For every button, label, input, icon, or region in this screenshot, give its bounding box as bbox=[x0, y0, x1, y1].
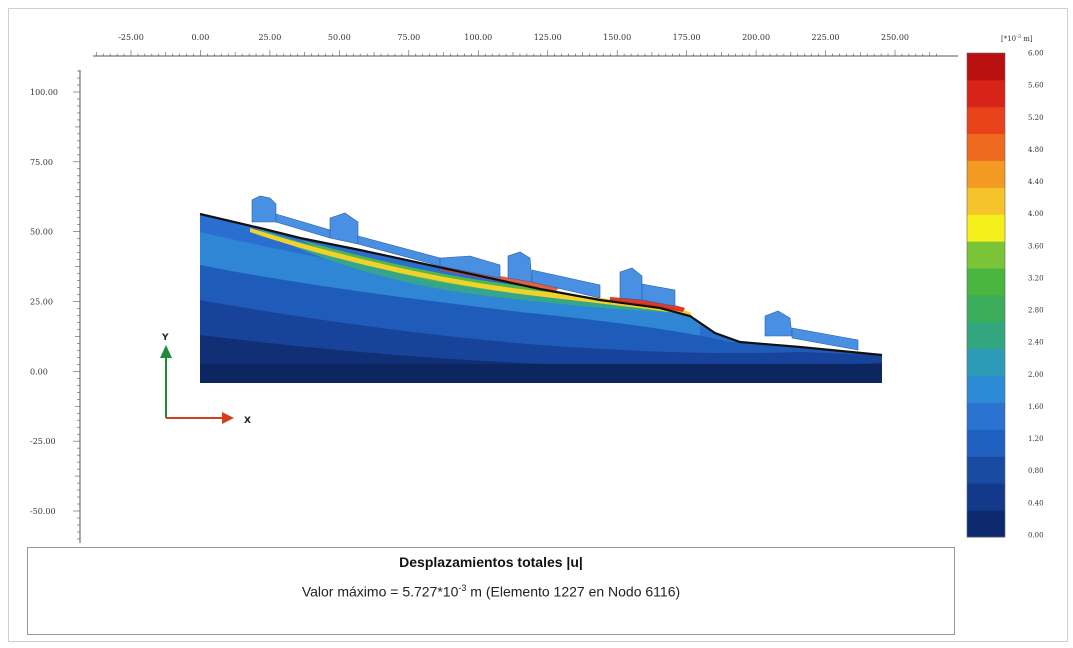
legend-swatch bbox=[967, 321, 1005, 350]
caption-box: Desplazamientos totales |u| Valor máximo… bbox=[27, 547, 955, 635]
legend-tick-label: 5.20 bbox=[1028, 114, 1044, 122]
band-5-60 bbox=[610, 297, 685, 312]
legend-swatch bbox=[967, 402, 1005, 430]
legend-swatch bbox=[967, 187, 1005, 215]
x-tick-label: 125.00 bbox=[534, 33, 562, 42]
y-tick-label: 100.00 bbox=[30, 88, 58, 97]
legend-swatch bbox=[967, 483, 1005, 511]
ground-surface-line bbox=[199, 212, 883, 357]
legend-tick-label: 0.00 bbox=[1028, 532, 1044, 540]
y-tick-label: 0.00 bbox=[30, 367, 48, 376]
legend-tick-label: 4.80 bbox=[1028, 146, 1044, 154]
legend-tick-label: 2.40 bbox=[1028, 339, 1044, 347]
band-base bbox=[200, 364, 882, 383]
legend-swatch bbox=[967, 160, 1005, 188]
legend-tick-label: 0.80 bbox=[1028, 467, 1044, 475]
legend-tick-label: 3.60 bbox=[1028, 242, 1044, 250]
legend-swatch bbox=[967, 106, 1005, 135]
load-block bbox=[251, 195, 277, 223]
x-tick-label: 75.00 bbox=[397, 33, 420, 42]
legend-swatch bbox=[967, 510, 1005, 538]
load-block bbox=[764, 310, 793, 337]
load-block bbox=[329, 212, 359, 245]
legend-swatch bbox=[967, 429, 1005, 457]
legend-swatch bbox=[967, 241, 1005, 269]
caption-subtitle: Valor máximo = 5.727*10-3 m (Elemento 12… bbox=[301, 583, 681, 600]
y-tick-label: 25.00 bbox=[30, 298, 53, 307]
x-arrowhead-icon bbox=[222, 412, 234, 424]
load-block bbox=[439, 255, 501, 279]
load-block bbox=[507, 251, 533, 283]
x-tick-label: 150.00 bbox=[603, 33, 631, 42]
legend-tick-label: 6.00 bbox=[1028, 50, 1044, 58]
x-tick-label: -25.00 bbox=[118, 33, 144, 42]
load-strip bbox=[791, 327, 859, 351]
x-tick-label: 175.00 bbox=[673, 33, 701, 42]
x-tick-label: 250.00 bbox=[881, 33, 909, 42]
legend-tick-label: 5.60 bbox=[1028, 82, 1044, 90]
caption-title: Desplazamientos totales |u| bbox=[399, 554, 583, 570]
y-tick-label: -25.00 bbox=[30, 437, 56, 446]
legend-tick-label: 3.20 bbox=[1028, 274, 1044, 282]
y-tick-label: 75.00 bbox=[30, 158, 53, 167]
color-legend: [*10-3 m] 6.00 5.60 5.20 4.80 4.40 4.00 3.60 3.… bbox=[966, 34, 1044, 540]
load-strip bbox=[641, 283, 676, 307]
legend-swatch bbox=[967, 214, 1005, 242]
legend-swatch bbox=[967, 375, 1005, 403]
slope-model bbox=[199, 195, 883, 383]
x-tick-label: 200.00 bbox=[742, 33, 770, 42]
axes-indicator: Y X bbox=[160, 333, 251, 426]
y-ruler: 100.00 75.00 50.00 25.00 0.00 -25.00 -50.00 bbox=[30, 70, 81, 543]
legend-unit: [*10-3 m] bbox=[1001, 34, 1033, 43]
y-arrowhead-icon bbox=[160, 345, 172, 358]
legend-tick-label: 2.00 bbox=[1028, 371, 1044, 379]
legend-tick-label: 4.40 bbox=[1028, 178, 1044, 186]
legend-tick-label: 1.20 bbox=[1028, 435, 1044, 443]
legend-border bbox=[966, 52, 1006, 538]
legend-swatch bbox=[967, 53, 1005, 81]
legend-tick-label: 1.60 bbox=[1028, 403, 1044, 411]
y-tick-label: 50.00 bbox=[30, 228, 53, 237]
load-block bbox=[619, 267, 643, 301]
x-tick-label: 50.00 bbox=[328, 33, 351, 42]
legend-swatch bbox=[967, 348, 1005, 377]
x-ruler: -25.00 0.00 25.00 50.00 75.00 100.00 125.00 150… bbox=[93, 33, 958, 57]
surface-loads bbox=[251, 195, 859, 351]
x-tick-label: 25.00 bbox=[258, 33, 281, 42]
load-strip bbox=[531, 269, 601, 299]
x-axis-label: X bbox=[244, 416, 251, 426]
y-axis-label: Y bbox=[161, 333, 169, 343]
legend-swatch bbox=[967, 456, 1005, 484]
y-tick-label: -50.00 bbox=[30, 507, 56, 516]
legend-swatch bbox=[967, 133, 1005, 161]
legend-tick-label: 4.00 bbox=[1028, 210, 1044, 218]
legend-swatch bbox=[967, 79, 1005, 108]
legend-tick-label: 2.80 bbox=[1028, 307, 1044, 315]
x-tick-label: 225.00 bbox=[812, 33, 840, 42]
legend-swatch bbox=[967, 295, 1005, 323]
x-tick-label: 100.00 bbox=[464, 33, 492, 42]
legend-tick-label: 0.40 bbox=[1028, 499, 1044, 507]
x-tick-label: 0.00 bbox=[192, 33, 210, 42]
legend-swatch bbox=[967, 268, 1005, 296]
